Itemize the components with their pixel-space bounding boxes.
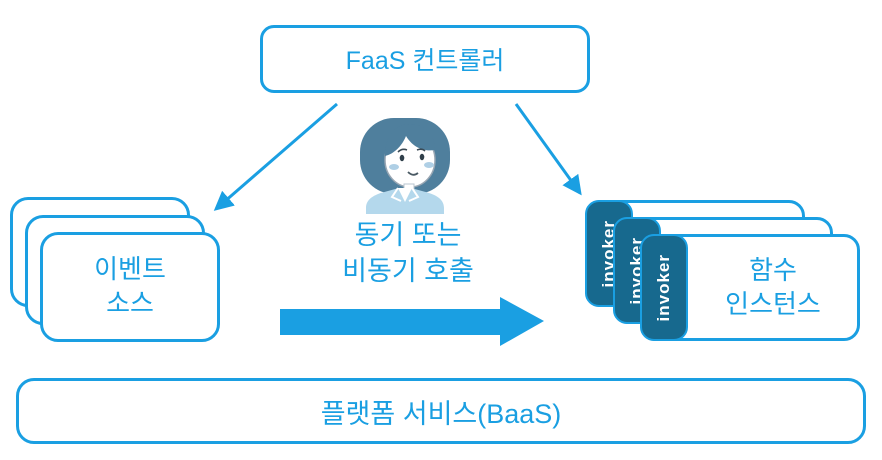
- invoker-tab: invoker: [640, 234, 688, 341]
- invoker-label: invoker: [654, 253, 673, 322]
- function-instance-label: 함수 인스턴스: [725, 254, 821, 319]
- user-eye: [419, 153, 425, 161]
- arrow-controller-to-function-instance: [514, 103, 582, 196]
- platform-service-box: 플랫폼 서비스(BaaS): [16, 378, 866, 444]
- user-icon: [360, 118, 450, 214]
- event-source-label: 이벤트 소스: [94, 254, 166, 318]
- user-cheek: [389, 164, 399, 170]
- faas-controller-label: FaaS 컨트롤러: [345, 47, 505, 75]
- function-instance-label-area: 함수 인스턴스: [689, 237, 857, 338]
- user-cheek: [424, 162, 434, 168]
- user-eye: [399, 154, 405, 162]
- call-type-label: 동기 또는 비동기 호출: [342, 220, 474, 286]
- faas-controller-box: FaaS 컨트롤러: [260, 25, 590, 93]
- function-instance-card-front: invoker 함수 인스턴스: [640, 234, 860, 341]
- arrow-controller-to-event-source: [213, 102, 338, 211]
- user-lapels: [390, 187, 420, 202]
- user-collar: [398, 188, 412, 202]
- platform-service-label: 플랫폼 서비스(BaaS): [320, 398, 562, 429]
- user-eyebrow: [416, 148, 426, 152]
- invocation-arrow: [280, 297, 544, 346]
- user-eyebrow: [397, 148, 408, 153]
- user-mouth: [407, 171, 419, 176]
- user-bangs: [385, 124, 435, 156]
- event-source-card-front: 이벤트 소스: [40, 232, 220, 342]
